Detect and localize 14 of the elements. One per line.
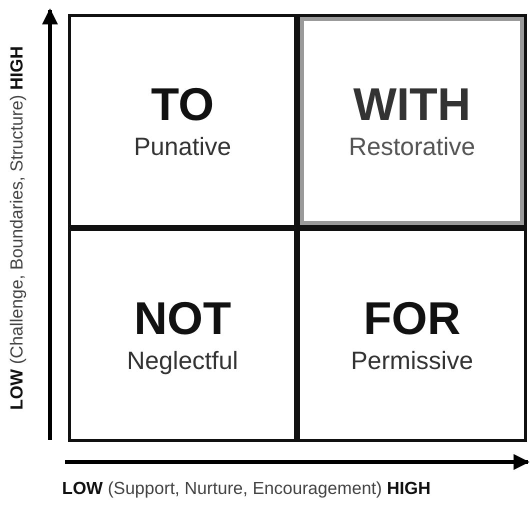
quadrant-heading: TO: [150, 80, 214, 129]
x-axis-label: LOW (Support, Nurture, Encouragement) HIGH: [62, 478, 431, 499]
quadrant-subtitle: Punative: [134, 132, 232, 162]
y-axis-label: LOW (Challenge, Boundaries, Structure) HIGH: [6, 46, 28, 410]
quadrant-subtitle: Neglectful: [126, 346, 238, 376]
quadrant-heading: WITH: [353, 80, 471, 129]
quadrant-subtitle: Permissive: [350, 346, 474, 376]
quadrant-box: [68, 14, 297, 228]
quadrant-subtitle: Restorative: [348, 132, 476, 162]
quadrant-box: [297, 228, 527, 442]
quadrant-heading: FOR: [363, 294, 461, 343]
quadrant-box: [68, 228, 297, 442]
quadrant-box: [297, 14, 527, 228]
quadrant-heading: NOT: [134, 294, 232, 343]
